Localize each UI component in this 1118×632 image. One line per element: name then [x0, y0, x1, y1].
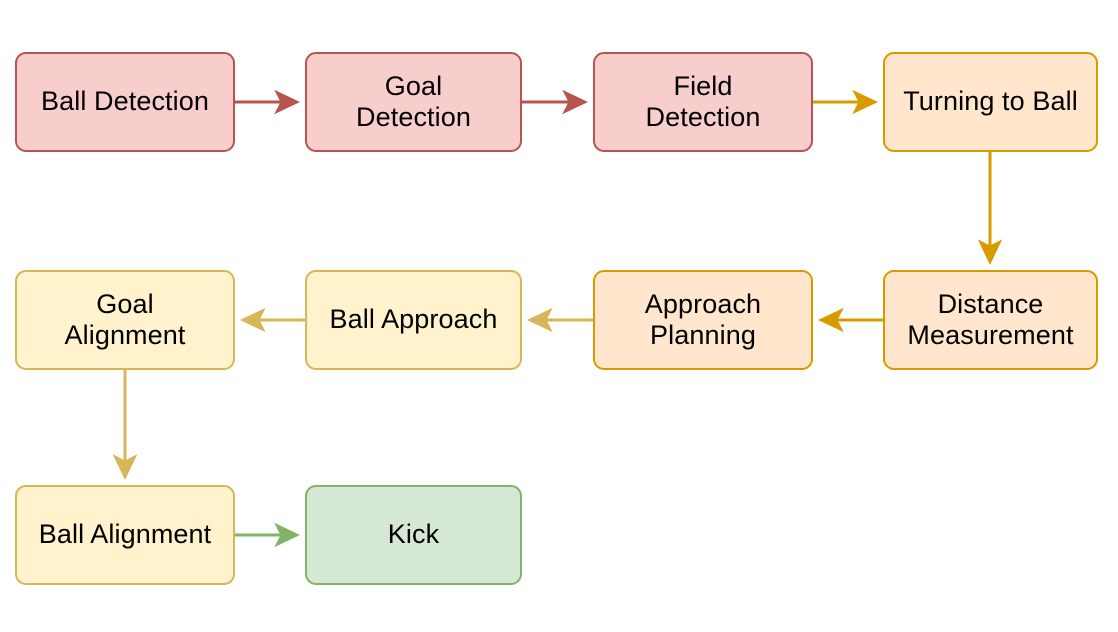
node-goal-detection[interactable]: Goal Detection: [305, 52, 522, 152]
node-turning-to-ball[interactable]: Turning to Ball: [883, 52, 1098, 152]
node-approach-planning[interactable]: Approach Planning: [593, 270, 813, 370]
node-distance-measurement[interactable]: Distance Measurement: [883, 270, 1098, 370]
node-ball-alignment[interactable]: Ball Alignment: [15, 485, 235, 585]
node-kick[interactable]: Kick: [305, 485, 522, 585]
node-goal-alignment[interactable]: Goal Alignment: [15, 270, 235, 370]
node-field-detection[interactable]: Field Detection: [593, 52, 813, 152]
node-ball-detection[interactable]: Ball Detection: [15, 52, 235, 152]
node-ball-approach[interactable]: Ball Approach: [305, 270, 522, 370]
